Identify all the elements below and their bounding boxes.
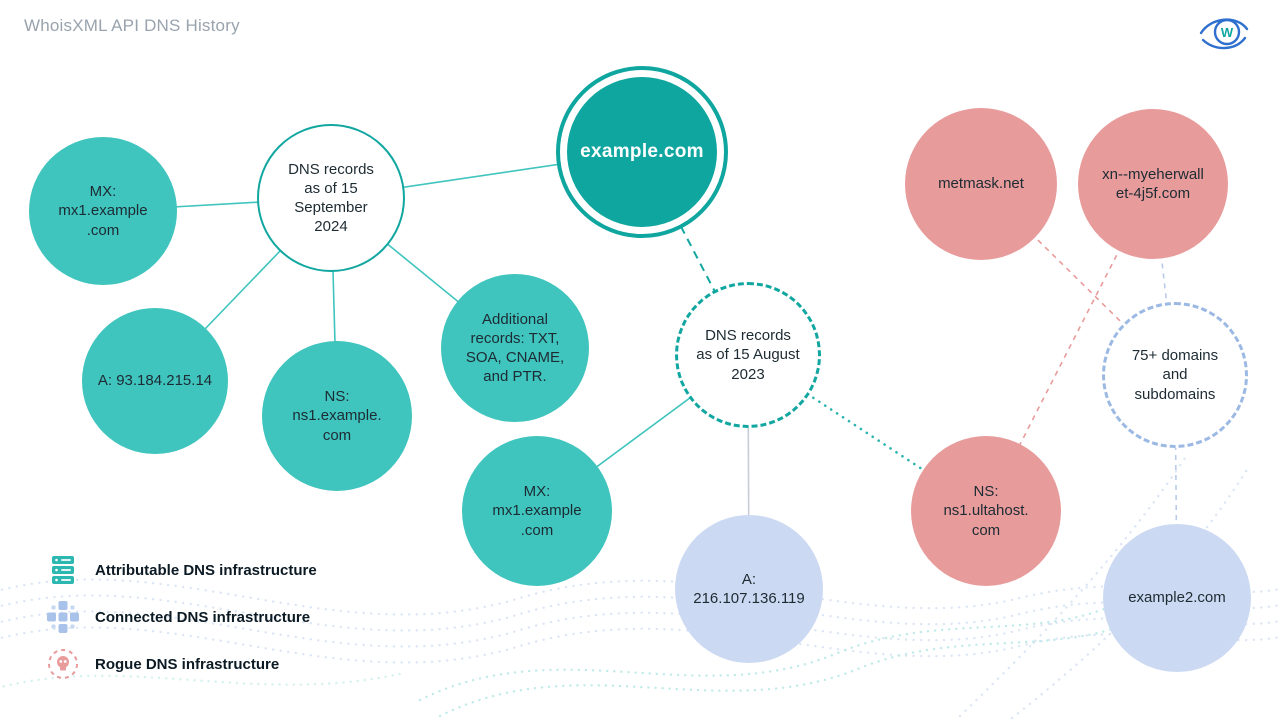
node-label: A: 216.107.136.119	[693, 570, 805, 607]
legend-row-connected: Connected DNS infrastructure	[46, 600, 317, 634]
node-label: NS: ns1.example. com	[292, 388, 382, 444]
legend-label-rogue: Rogue DNS infrastructure	[95, 655, 280, 673]
node-dns-records-sept-2024: DNS records as of 15 September 2024	[257, 124, 405, 272]
node-label: example.com	[580, 141, 704, 162]
node-label: MX: mx1.example .com	[58, 183, 148, 239]
edge-aug-ns1ultahost	[746, 353, 988, 513]
node-xn-punycode-domain: xn--myeherwall et-4j5f.com	[1078, 109, 1228, 259]
legend: Attributable DNS infrastructure Connecte…	[46, 553, 317, 681]
node-label: example2.com	[1128, 589, 1226, 607]
node-dns-records-aug-2023: DNS records as of 15 August 2023	[675, 282, 821, 428]
node-label: MX: mx1.example .com	[492, 483, 582, 539]
server-icon	[52, 556, 74, 584]
legend-label-attributable: Attributable DNS infrastructure	[95, 561, 317, 579]
logo-monogram: W	[1221, 25, 1234, 40]
edge-examplecom-aug	[641, 151, 749, 356]
node-label: A: 93.184.215.14	[97, 372, 213, 390]
node-label: NS: ns1.ultahost. com	[943, 483, 1029, 539]
node-example-com-core: example.com	[567, 77, 717, 227]
legend-row-rogue: Rogue DNS infrastructure	[46, 647, 317, 681]
page-title: WhoisXML API DNS History	[24, 16, 240, 35]
node-a-record-93: A: 93.184.215.14	[82, 308, 228, 454]
node-metmask-net: metmask.net	[905, 108, 1057, 260]
node-ns1-example: NS: ns1.example. com	[262, 341, 412, 491]
node-75-plus-domains: 75+ domains and subdomains	[1102, 302, 1248, 448]
node-ns1-ultahost: NS: ns1.ultahost. com	[911, 436, 1061, 586]
whoisxml-logo: W	[1199, 18, 1249, 50]
node-mx1-example-bottom: MX: mx1.example .com	[462, 436, 612, 586]
node-example-com: example.com	[556, 66, 728, 238]
node-label: DNS records as of 15 September 2024	[288, 160, 374, 236]
node-label: DNS records as of 15 August 2023	[696, 327, 800, 383]
node-additional-records: Additional records: TXT, SOA, CNAME, and…	[441, 274, 589, 422]
edge-75domains-example2	[1174, 374, 1178, 599]
node-a-record-216: A: 216.107.136.119	[675, 515, 823, 663]
node-label: xn--myeherwall et-4j5f.com	[1102, 165, 1204, 202]
node-label: 75+ domains and subdomains	[1131, 347, 1219, 403]
node-mx1-example-top: MX: mx1.example .com	[29, 137, 177, 285]
node-label: Additional records: TXT, SOA, CNAME, and…	[465, 310, 565, 386]
node-example2-com: example2.com	[1103, 524, 1251, 672]
cluster-icon	[47, 601, 79, 633]
rogue-skull-icon	[48, 649, 78, 679]
legend-label-connected: Connected DNS infrastructure	[95, 608, 311, 626]
legend-row-attributable: Attributable DNS infrastructure	[46, 553, 317, 587]
node-label: metmask.net	[938, 175, 1024, 193]
